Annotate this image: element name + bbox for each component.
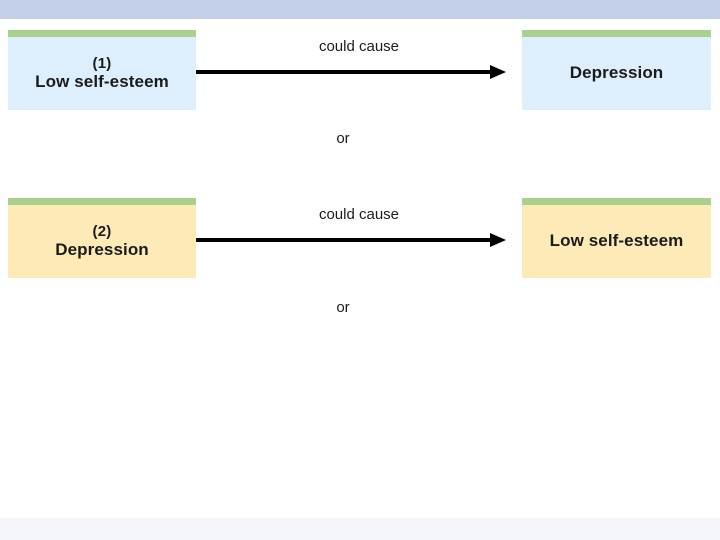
box-body: Depression	[522, 56, 711, 83]
connector-or-1: or	[336, 130, 350, 147]
box-body: (2) Depression	[8, 216, 196, 261]
concept-box-depression-2[interactable]: (2) Depression	[8, 198, 196, 278]
box-label: Depression	[55, 240, 149, 260]
box-accent-bar	[522, 30, 711, 37]
bottom-band	[0, 518, 720, 540]
top-band	[0, 0, 720, 19]
box-label: Low self-esteem	[35, 72, 169, 92]
box-label: Low self-esteem	[549, 231, 684, 251]
arrow-label-row-1: could cause	[318, 38, 400, 55]
box-number: (2)	[92, 222, 112, 240]
box-body: Low self-esteem	[522, 224, 711, 251]
box-body: (1) Low self-esteem	[8, 48, 196, 93]
arrow-right-icon	[196, 65, 506, 79]
arrow-label-row-2: could cause	[318, 206, 400, 223]
concept-box-low-self-esteem-1[interactable]: (1) Low self-esteem	[8, 30, 196, 110]
arrow-group-row-1: could cause	[196, 38, 522, 88]
concept-box-depression-1[interactable]: Depression	[522, 30, 711, 110]
box-label: Depression	[569, 63, 664, 83]
box-accent-bar	[522, 198, 711, 205]
connector-or-2: or	[336, 299, 350, 316]
concept-box-low-self-esteem-2[interactable]: Low self-esteem	[522, 198, 711, 278]
arrow-group-row-2: could cause	[196, 206, 522, 256]
box-accent-bar	[8, 198, 196, 205]
box-number: (1)	[92, 54, 112, 72]
arrow-right-icon	[196, 233, 506, 247]
box-accent-bar	[8, 30, 196, 37]
